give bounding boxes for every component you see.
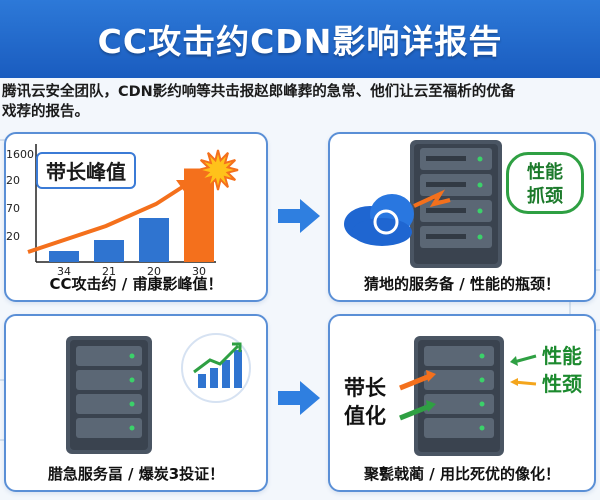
green-arrow-icon	[399, 354, 537, 421]
mini-chart-icon	[181, 333, 251, 403]
trend-arrow-icon	[27, 180, 192, 254]
server-illustration-3	[399, 336, 537, 456]
y-tick-label: 20	[6, 174, 20, 187]
y-tick-label: 1600	[6, 148, 34, 161]
page-title: CC攻击约CDN影响详报告	[97, 22, 503, 61]
left-label-line-2: 值化	[344, 404, 386, 428]
chart-title: 带长峰值	[36, 152, 136, 189]
y-tick-label: 20	[6, 230, 20, 243]
bubble-line-2: 抓颈	[527, 186, 563, 207]
flow-arrow-icon	[278, 199, 320, 233]
y-tick-label: 70	[6, 202, 20, 215]
x-tick-label: 34	[57, 265, 71, 278]
x-tick-label: 21	[102, 265, 116, 278]
panel-peak-chart: 1600 20 70 20 34 21 20 30 带长峰值 CC攻击约 / 甫康影峰值！	[4, 132, 268, 302]
bubble-line-1: 性能	[527, 162, 563, 183]
panel-4-caption: 聚甏戟蔺 / 用比死优的像化！	[364, 465, 560, 483]
intro-line-1: 腾讯云安全团队，CDN影约响等共击报赵郎峰葬的急常、他们让云至福析的优备	[2, 84, 516, 100]
starburst-shape	[197, 149, 239, 191]
left-label: 带长 值化	[344, 374, 386, 430]
flow-arrow-icon	[278, 381, 320, 415]
right-label: 性能 性颈	[542, 342, 582, 398]
panel-1-caption: CC攻击约 / 甫康影峰值！	[49, 275, 223, 293]
bottleneck-bubble: 性能 抓颈	[506, 152, 584, 214]
orange-arrow-icon	[399, 370, 436, 391]
left-label-line-1: 带长	[344, 376, 386, 400]
trend-line	[27, 184, 186, 254]
server-illustration	[344, 140, 502, 268]
panel-3-caption: 腊急服务畐 / 爆炭3投证！	[47, 465, 225, 483]
right-label-line-2: 性颈	[542, 372, 582, 396]
server-illustration-2	[66, 333, 251, 454]
panel-optimization: 带长 值化 性能 性颈 聚甏戟蔺 / 用比死优的像化！	[328, 314, 596, 492]
panel-server-emergency: 腊急服务畐 / 爆炭3投证！	[4, 314, 268, 492]
server-icon	[410, 140, 502, 268]
chart-bar	[49, 251, 79, 262]
x-tick-label: 30	[192, 265, 206, 278]
trend-arrowhead	[176, 180, 192, 194]
intro-text: 腾讯云安全团队，CDN影约响等共击报赵郎峰葬的急常、他们让云至福析的优备 戏荐的…	[2, 82, 598, 122]
header-banner: CC攻击约CDN影响详报告	[0, 0, 600, 78]
cloud-icon	[344, 194, 414, 246]
panel-server-bottleneck: 性能 抓颈 猜地的服务备 / 性能的瓶颈！	[328, 132, 596, 302]
chart-bar	[139, 218, 169, 262]
intro-line-2: 戏荐的报告。	[2, 104, 89, 120]
x-tick-label: 20	[147, 265, 161, 278]
chart-bar	[94, 240, 124, 262]
starburst-icon	[197, 149, 239, 191]
right-label-line-1: 性能	[542, 344, 582, 368]
server-icon	[66, 336, 152, 454]
panel-2-caption: 猜地的服务备 / 性能的瓶颈！	[364, 275, 560, 293]
server-icon	[414, 336, 504, 456]
